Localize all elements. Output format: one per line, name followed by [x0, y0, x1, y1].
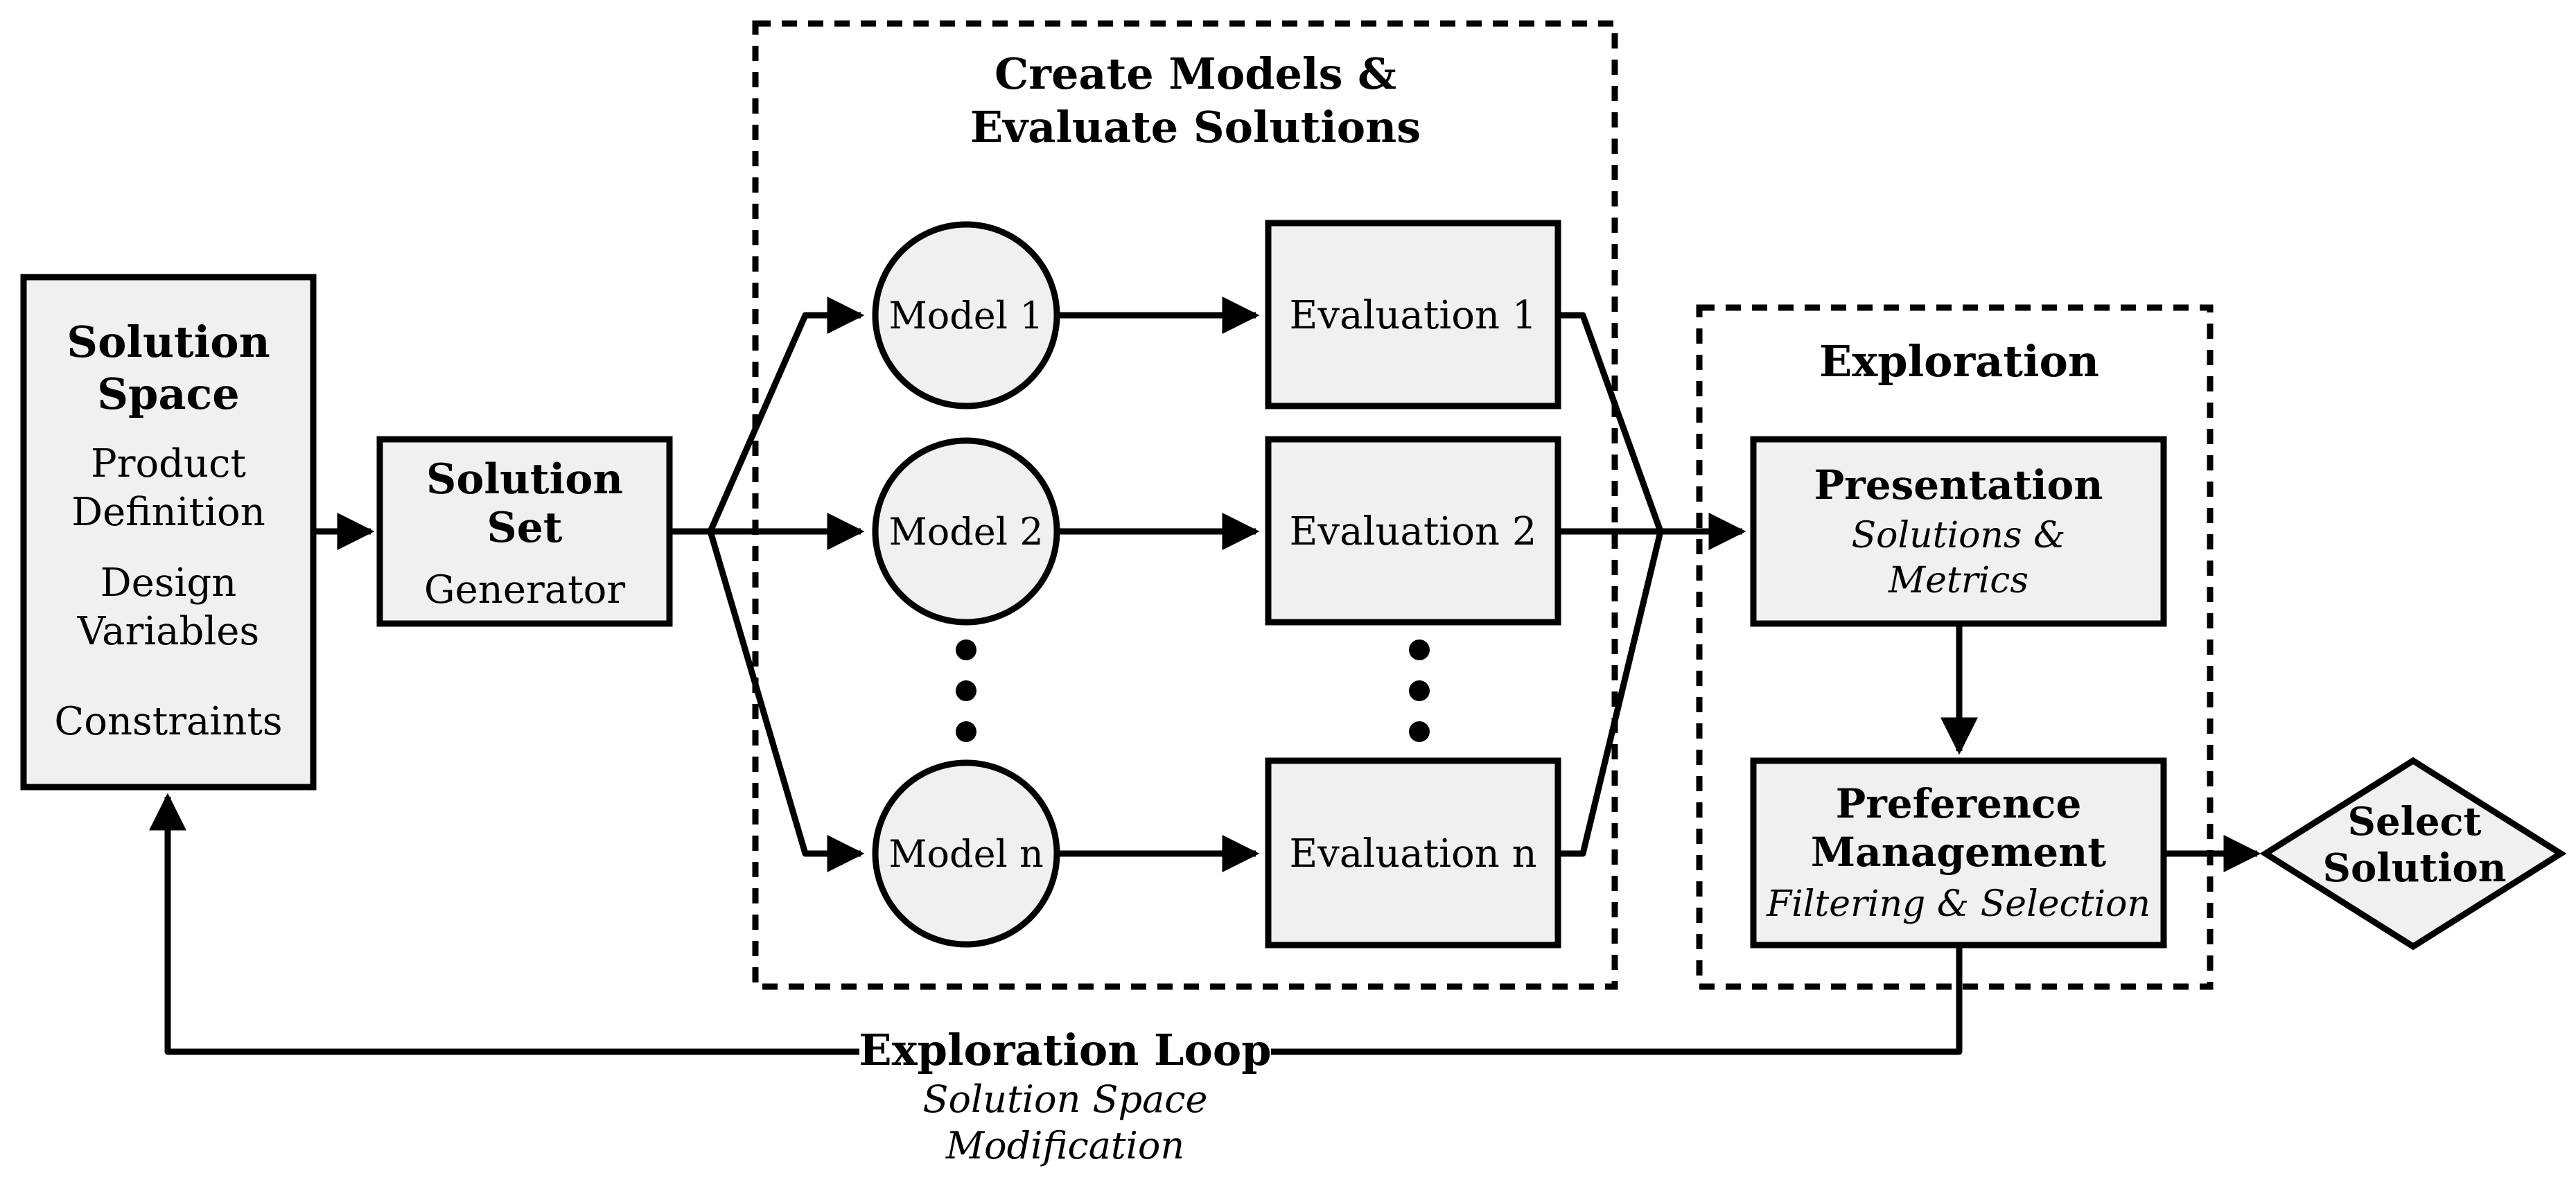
solution-set-subtitle: Generator: [424, 567, 625, 612]
model-2-label: Model 2: [888, 510, 1043, 554]
presentation-subtitle-line1: Solutions &: [1852, 515, 2066, 556]
merge-eval-1: [1558, 312, 1664, 533]
evaluation-n-box: Evaluation n: [1265, 757, 1561, 949]
select-solution-line2: Solution: [2323, 845, 2507, 891]
solution-space-item2-line2: Variables: [77, 609, 259, 654]
branch-to-model-n: [707, 530, 865, 872]
solution-set-generator-box: Solution Set Generator: [376, 436, 673, 627]
solution-space-item1-line2: Definition: [71, 490, 265, 535]
model-1-label: Model 1: [888, 294, 1043, 337]
exploration-loop-line-left: [149, 793, 859, 1055]
exploration-loop-subtitle-line2: Modification: [945, 1124, 1184, 1167]
preference-subtitle: Filtering & Selection: [1766, 883, 2150, 925]
select-solution-line1: Select: [2348, 799, 2482, 845]
model-n-label: Model n: [888, 832, 1044, 876]
solution-space-item1-line1: Product: [91, 441, 246, 486]
presentation-subtitle-line2: Metrics: [1888, 560, 2029, 601]
solution-space-box: Solution Space Product Definition Design…: [20, 274, 317, 791]
model-2-node: Model 2: [872, 437, 1060, 626]
exploration-loop-line-right: [1271, 946, 1963, 1055]
evaluation-2-box: Evaluation 2: [1265, 436, 1561, 626]
exploration-loop-title: Exploration Loop: [859, 1025, 1271, 1075]
create-models-title-line2: Evaluate Solutions: [970, 102, 1421, 152]
branch-to-model-1: [669, 297, 865, 535]
model-1-node: Model 1: [872, 221, 1060, 409]
exploration-group: [1696, 304, 2214, 990]
solution-space-title-line1: Solution: [67, 317, 270, 367]
solution-set-title-line2: Set: [487, 504, 563, 552]
evaluation-2-label: Evaluation 2: [1290, 509, 1537, 554]
solution-space-title-line2: Space: [97, 369, 240, 419]
ellipsis-dots-models: [956, 639, 976, 742]
merge-eval-n: [1558, 530, 1664, 857]
evaluation-1-box: Evaluation 1: [1265, 220, 1561, 409]
presentation-box: Presentation Solutions & Metrics: [1750, 436, 2167, 627]
connectors: [149, 297, 2261, 1055]
ellipsis-dots-evaluations: [1409, 639, 1430, 742]
solution-set-title-line1: Solution: [426, 455, 623, 504]
evaluation-1-label: Evaluation 1: [1290, 293, 1537, 338]
select-solution-diamond: Select Solution: [2259, 757, 2567, 951]
exploration-loop-subtitle-line1: Solution Space: [923, 1077, 1208, 1121]
create-models-group: [752, 20, 1618, 990]
solution-space-item2-line1: Design: [100, 561, 237, 606]
presentation-title: Presentation: [1814, 461, 2103, 509]
model-n-node: Model n: [872, 759, 1060, 948]
preference-management-box: Preference Management Filtering & Select…: [1750, 757, 2167, 949]
exploration-title: Exploration: [1819, 336, 2099, 387]
solution-space-item3: Constraints: [54, 699, 282, 744]
preference-title-line2: Management: [1811, 829, 2106, 876]
create-models-title-line1: Create Models &: [995, 48, 1396, 99]
preference-title-line1: Preference: [1836, 780, 2082, 827]
evaluation-n-label: Evaluation n: [1289, 831, 1536, 876]
